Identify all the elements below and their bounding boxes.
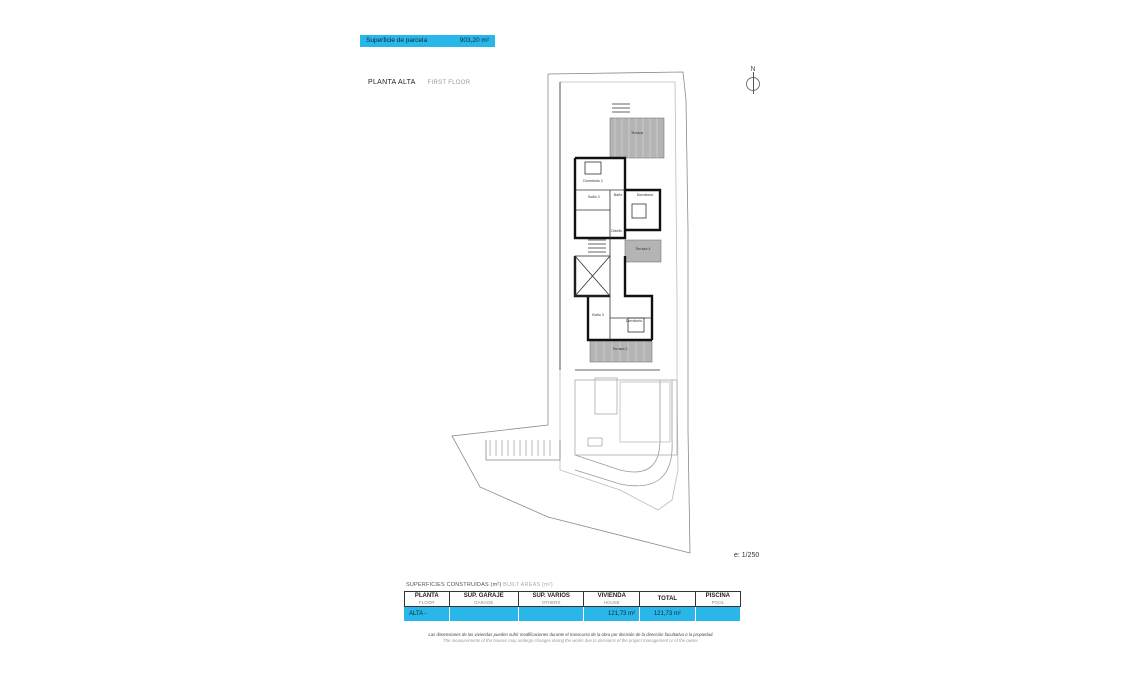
cell-garage [448,606,519,621]
wall-south-block [586,296,652,342]
areas-row: ALTA - 121,73 m² 121,73 m² [404,606,742,621]
north-arrow-icon: N [743,66,763,96]
disclaimer-en: The measurements of the houses may under… [443,638,699,643]
wall-top [575,156,627,190]
areas-caption-sub: BUILT AREAS (m²) [503,582,553,588]
floor-title-sub: FIRST FLOOR [427,80,471,86]
plot-area-bar: Superficie de parcela 903,20 m² [360,35,495,47]
cell-others [517,606,585,621]
cell-house: 121,73 m² [583,606,641,621]
plot-area-value: 903,20 m² [459,37,489,44]
terrace-south [589,339,653,363]
terrace-east [624,239,662,263]
cell-pool [694,606,742,621]
cell-floor: ALTA - [404,606,450,621]
terrace-north [609,117,665,159]
room-label: Terraza 4 [636,247,651,251]
room-label: Baño 2 [588,195,599,199]
plot-boundary [451,71,691,554]
lower-block-inner [594,377,618,415]
room-label: Dormitorio [626,319,643,323]
west-steps [485,440,561,461]
room-label: Terraza 2 [613,347,628,351]
wall-mid-east [623,256,654,340]
pool-area [619,381,671,443]
setback-line [559,81,679,511]
north-label: N [750,66,756,73]
floor-title: PLANTA ALTA FIRST FLOOR [368,79,470,86]
room-label: Dormitorio 2 [583,179,603,183]
driveway-curve [574,380,661,473]
north-needle [752,72,754,94]
room-label: Distrib. [611,229,622,233]
lower-block-small [587,437,603,447]
driveway-curve-inner [574,380,673,487]
floor-title-label: PLANTA ALTA [368,79,416,86]
areas-caption-label: SUPERFICIES CONSTRUIDAS (m²) [406,582,502,588]
room-label: Baño 3 [592,313,603,317]
room-label: Dormitorio [637,193,654,197]
disclaimer-es: Las dimensiones de las viviendas pueden … [428,632,714,637]
room-label: Terraza [631,131,643,135]
disclaimer-note: Las dimensiones de las viviendas pueden … [406,632,736,644]
header-total: TOTAL [639,591,696,607]
scale-label: e: 1/250 [734,552,760,559]
plot-area-label: Superficie de parcela [366,37,428,44]
areas-caption: SUPERFICIES CONSTRUIDAS (m²) BUILT AREAS… [406,582,553,588]
lower-block [574,379,678,456]
room-label: Baño [614,193,622,197]
cell-total: 121,73 m² [639,606,696,621]
